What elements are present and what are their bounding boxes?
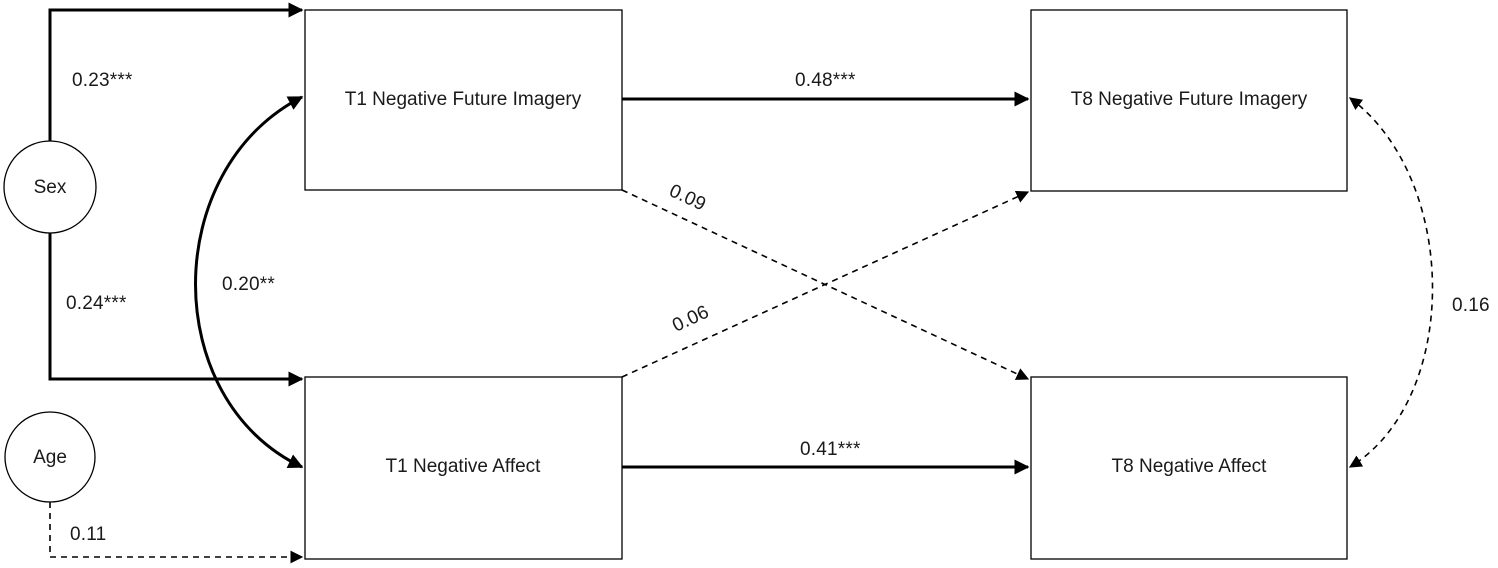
coef-age-t1-na: 0.11 [70, 524, 106, 545]
coef-t1-na-t8-na: 0.41*** [800, 439, 861, 460]
coef-t1-covariance: 0.20** [222, 274, 275, 295]
coef-t1-na-t8-nfi: 0.06 [669, 302, 712, 337]
covariance-t8 [1348, 97, 1434, 468]
node-label-age: Age [33, 447, 67, 468]
node-t8-negative-future-imagery: T8 Negative Future Imagery [1030, 9, 1348, 192]
coef-t8-covariance: 0.16 [1452, 295, 1490, 316]
node-label-sex: Sex [34, 177, 67, 198]
coef-sex-t1-nfi: 0.23*** [72, 70, 133, 91]
coef-t1-nfi-t8-nfi: 0.48*** [795, 70, 856, 91]
path-age-to-t1-na [49, 502, 304, 564]
node-sex: Sex [3, 140, 97, 234]
covariance-t1 [194, 95, 304, 469]
coef-t1-nfi-t8-na: 0.09 [666, 180, 709, 215]
path-sex-to-t1-na [48, 233, 304, 387]
node-t8-negative-affect: T8 Negative Affect [1030, 376, 1348, 560]
coef-sex-t1-na: 0.24*** [66, 293, 127, 314]
node-label-t1-na: T1 Negative Affect [386, 456, 542, 477]
node-t1-negative-affect: T1 Negative Affect [304, 376, 623, 560]
path-sex-to-t1-nfi [48, 2, 304, 141]
node-label-t8-nfi: T8 Negative Future Imagery [1071, 89, 1308, 110]
node-t1-negative-future-imagery: T1 Negative Future Imagery [304, 9, 623, 191]
node-age: Age [4, 411, 96, 503]
node-label-t8-na: T8 Negative Affect [1112, 456, 1268, 477]
path-t1-na-to-t8-nfi [621, 190, 1030, 378]
node-label-t1-nfi: T1 Negative Future Imagery [345, 89, 582, 110]
